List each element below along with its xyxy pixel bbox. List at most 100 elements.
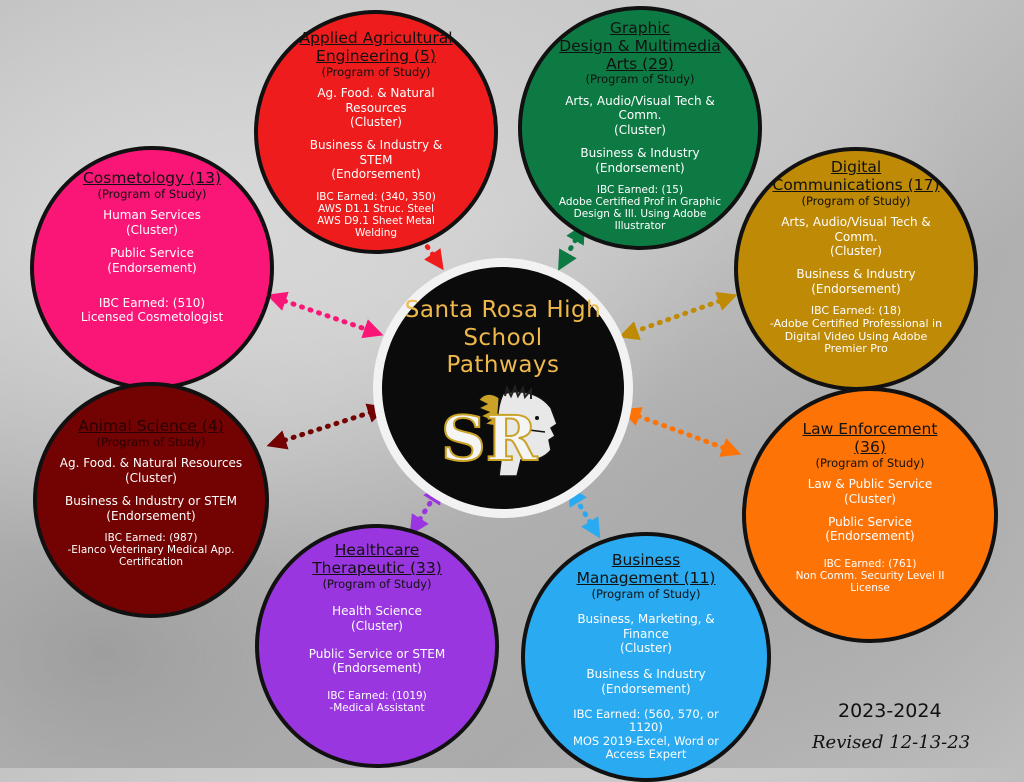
title-line: Engineering (5) xyxy=(316,46,436,65)
pathway-cluster: Arts, Audio/Visual Tech & Comm. (Cluster… xyxy=(554,94,726,137)
pathway-cosmetology: Cosmetology (13) (Program of Study) Huma… xyxy=(30,146,274,390)
ibc-line: Non Comm. Security Level II xyxy=(795,569,945,582)
endorsement-label: (Endorsement) xyxy=(595,160,685,175)
pathway-title: Business Management (11) xyxy=(576,551,716,588)
title-line: Design & Multimedia xyxy=(559,36,721,55)
pathway-ibc: IBC Earned: (510) Licensed Cosmetologist xyxy=(80,296,224,325)
ibc-line: Digital Video Using Adobe xyxy=(784,329,928,343)
ibc-line: IBC Earned: (18) xyxy=(810,304,902,318)
pathway-title: Applied Agricultural Engineering (5) xyxy=(299,29,453,66)
ibc-line: AWS D1.1 Struc. Steel xyxy=(318,202,434,215)
pathway-endorsement: Business & Industry or STEM (Endorsement… xyxy=(65,494,237,523)
ibc-line: License xyxy=(850,581,890,594)
pathway-title: Cosmetology (13) xyxy=(82,169,222,188)
ibc-line: -Adobe Certified Professional in xyxy=(769,316,943,330)
title-line: Management (11) xyxy=(576,568,716,587)
ibc-line: -Medical Assistant xyxy=(329,701,425,714)
arrow-law-hub xyxy=(620,407,742,457)
title-line: Therapeutic (33) xyxy=(312,558,442,577)
arrow-cosmetology-hub xyxy=(266,291,384,339)
pathway-title: Animal Science (4) xyxy=(78,417,224,436)
ibc-line: Adobe Certified Prof in Graphic xyxy=(558,196,722,209)
cluster-label: (Cluster) xyxy=(351,618,403,633)
title-line: Applied Agricultural xyxy=(299,29,453,47)
logo-letter-s: SR xyxy=(441,402,538,475)
endorsement-name: Business & Industry or STEM xyxy=(64,494,238,509)
title-line: Business xyxy=(611,551,681,569)
cluster-name: Arts, Audio/Visual Tech & Comm. xyxy=(781,215,931,244)
ibc-line: IBC Earned: (761) xyxy=(823,557,917,570)
revised-date: Revised 12-13-23 xyxy=(812,732,971,753)
cluster-name: Health Science xyxy=(332,604,422,619)
pathway-endorsement: Business & Industry (Endorsement) xyxy=(796,267,915,296)
endorsement-label: (Endorsement) xyxy=(107,260,197,275)
ibc-line: Access Expert xyxy=(605,746,687,761)
cluster-name: Business, Marketing, & Finance xyxy=(577,612,715,641)
title-line: Graphic xyxy=(609,19,671,37)
ibc-line: Premier Pro xyxy=(824,342,888,356)
title-line: Communications (17) xyxy=(772,175,940,194)
cluster-label: (Cluster) xyxy=(620,641,672,656)
endorsement-label: (Endorsement) xyxy=(331,167,421,182)
pathway-subtitle: (Program of Study) xyxy=(591,586,701,601)
pathway-subtitle: (Program of Study) xyxy=(801,193,911,208)
ibc-line: Welding xyxy=(354,226,398,239)
cluster-label: (Cluster) xyxy=(614,122,666,137)
endorsement-label: (Endorsement) xyxy=(106,508,196,523)
ibc-line: Certification xyxy=(118,556,184,569)
pathway-subtitle: (Program of Study) xyxy=(322,576,432,591)
pathway-cluster: Law & Public Service (Cluster) xyxy=(808,477,933,506)
title-line: Cosmetology (13) xyxy=(82,169,222,187)
ibc-line: Illustrator xyxy=(614,220,666,233)
pathway-ibc: IBC Earned: (987) -Elanco Veterinary Med… xyxy=(68,532,235,568)
cluster-label: (Cluster) xyxy=(125,470,177,485)
arrow-business-hub xyxy=(567,485,601,539)
title-line: Digital xyxy=(830,158,882,176)
cluster-label: (Cluster) xyxy=(126,222,178,237)
pathway-title: Graphic Design & Multimedia Arts (29) xyxy=(559,19,721,73)
endorsement-name: Public Service xyxy=(828,515,912,530)
hub-title: Santa Rosa High School Pathways xyxy=(404,297,602,379)
endorsement-label: (Endorsement) xyxy=(332,661,422,676)
endorsement-label: (Endorsement) xyxy=(601,681,691,696)
ibc-line: IBC Earned: (560, 570, or 1120) xyxy=(573,707,719,735)
pathway-endorsement: Business & Industry & STEM (Endorsement) xyxy=(294,138,458,181)
arrow-graphic-hub xyxy=(558,223,585,271)
ibc-line: MOS 2019-Excel, Word or xyxy=(572,733,720,748)
ibc-line: IBC Earned: (15) xyxy=(596,184,684,197)
pathway-title: Digital Communications (17) xyxy=(772,158,940,195)
pathway-ibc: IBC Earned: (560, 570, or 1120) MOS 2019… xyxy=(555,708,737,761)
pathway-subtitle: (Program of Study) xyxy=(97,186,207,201)
ibc-line: -Elanco Veterinary Medical App. xyxy=(67,544,235,557)
endorsement-name: Business & Industry xyxy=(796,267,916,282)
pathway-cluster: Arts, Audio/Visual Tech & Comm. (Cluster… xyxy=(762,215,950,258)
pathway-cluster: Business, Marketing, & Finance (Cluster) xyxy=(555,612,737,655)
pathway-title: Healthcare Therapeutic (33) xyxy=(312,541,442,578)
pathway-title: Law Enforcement (36) xyxy=(803,420,938,457)
pathway-cluster: Ag. Food. & Natural Resources (Cluster) xyxy=(60,456,242,485)
pathway-ibc: IBC Earned: (340, 350) AWS D1.1 Struc. S… xyxy=(316,191,436,239)
pathway-cluster: Ag. Food. & Natural Resources (Cluster) xyxy=(294,86,458,129)
ibc-line: IBC Earned: (1019) xyxy=(327,689,427,702)
ibc-line: Licensed Cosmetologist xyxy=(80,309,224,324)
pathway-animal-science: Animal Science (4) (Program of Study) Ag… xyxy=(33,382,269,618)
cluster-label: (Cluster) xyxy=(844,491,896,506)
cluster-label: (Cluster) xyxy=(350,115,402,130)
endorsement-name: Public Service xyxy=(110,246,194,261)
pathway-endorsement: Public Service or STEM (Endorsement) xyxy=(309,647,445,676)
pathway-healthcare-therapeutic: Healthcare Therapeutic (33) (Program of … xyxy=(255,524,499,768)
pathway-endorsement: Business & Industry (Endorsement) xyxy=(586,667,705,696)
ibc-line: IBC Earned: (987) xyxy=(104,532,198,545)
endorsement-name: Business & Industry xyxy=(586,667,706,682)
cluster-name: Law & Public Service xyxy=(807,477,933,492)
arrow-digital-hub xyxy=(618,291,738,341)
endorsement-name: Public Service or STEM xyxy=(308,647,446,662)
pathway-endorsement: Public Service (Endorsement) xyxy=(825,515,914,544)
ibc-line: IBC Earned: (340, 350) xyxy=(316,190,436,203)
ibc-line: IBC Earned: (510) xyxy=(98,296,206,311)
pathway-subtitle: (Program of Study) xyxy=(96,434,206,449)
pathway-cluster: Human Services (Cluster) xyxy=(103,208,201,237)
pathway-cluster: Health Science (Cluster) xyxy=(332,604,422,633)
title-line: (36) xyxy=(854,437,886,456)
endorsement-label: (Endorsement) xyxy=(811,281,901,296)
